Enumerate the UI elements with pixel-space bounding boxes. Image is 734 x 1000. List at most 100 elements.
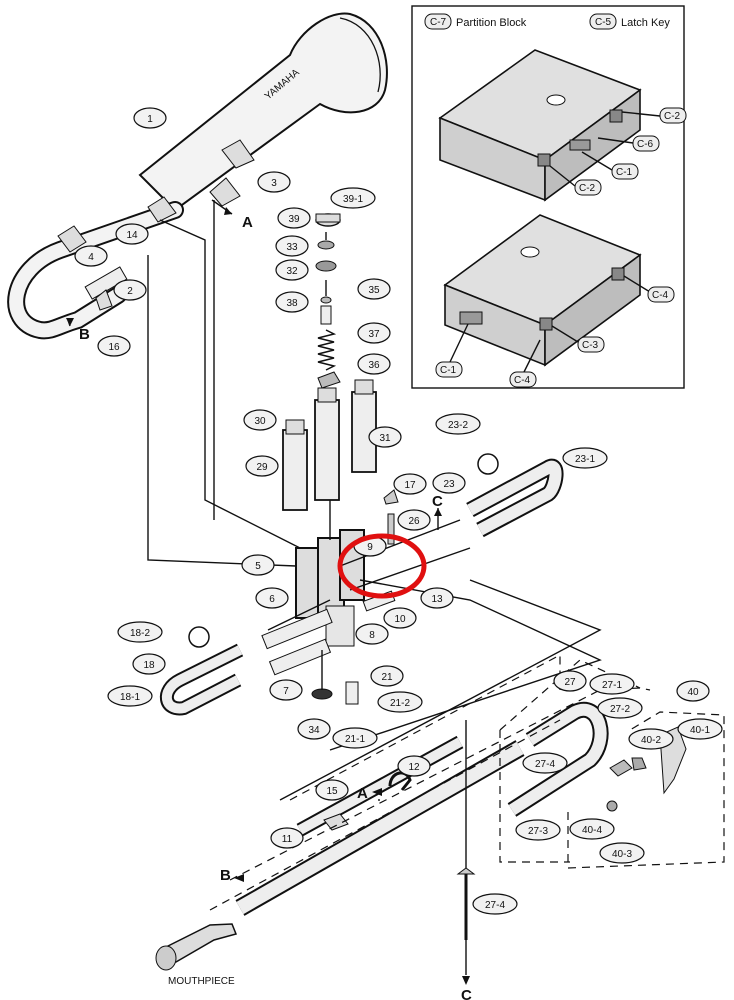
callout-c27-4: 27-4 xyxy=(522,752,568,774)
callout-bubble xyxy=(355,623,389,645)
callout-c21: 21 xyxy=(370,665,404,687)
callout-c18-1: 18-1 xyxy=(107,685,153,707)
callout-number: 23-1 xyxy=(575,454,595,465)
callout-c2: 2 xyxy=(113,279,147,301)
callout-number: 34 xyxy=(308,725,320,736)
callout-c27-1: 27-1 xyxy=(589,673,635,695)
callout-number: 26 xyxy=(408,516,420,527)
callout-number: 27-2 xyxy=(610,704,630,715)
callout-bubble xyxy=(270,827,304,849)
callout-bubble xyxy=(297,718,331,740)
callout-c27: 27 xyxy=(553,670,587,692)
inset-frame xyxy=(411,5,685,389)
callout-bubble xyxy=(370,665,404,687)
callout-number: 23-2 xyxy=(448,420,468,431)
callout-c10: 10 xyxy=(383,607,417,629)
callout-number: 37 xyxy=(368,329,380,340)
callout-c40-4: 40-4 xyxy=(569,818,615,840)
callout-bubble xyxy=(569,818,615,840)
callout-number: 38 xyxy=(286,298,298,309)
callout-bubble xyxy=(269,679,303,701)
callout-c7: 7 xyxy=(269,679,303,701)
callout-c27-2: 27-2 xyxy=(597,697,643,719)
callout-number: 21 xyxy=(381,672,393,683)
callout-c3: C-3 xyxy=(582,340,599,351)
callout-c18-2: 18-2 xyxy=(117,621,163,643)
callout-c26: 26 xyxy=(397,509,431,531)
callout-bubble xyxy=(383,607,417,629)
callout-c7-bubble xyxy=(424,13,452,30)
callout-bubble xyxy=(599,842,645,864)
bell-section: YAMAHA xyxy=(7,12,388,340)
callout-number: 21-2 xyxy=(390,698,410,709)
callout-number: 6 xyxy=(269,594,275,605)
callout-c40-3: 40-3 xyxy=(599,842,645,864)
callout-bubble xyxy=(115,223,149,245)
outer-slide-section xyxy=(155,701,687,971)
callout-number: 21-1 xyxy=(345,734,365,745)
callout-bubble xyxy=(435,413,481,435)
callout-c27-4b: 27-4 xyxy=(472,893,518,915)
letter-markers: A B C A B C xyxy=(66,199,472,1000)
callout-bubble xyxy=(275,291,309,313)
valve-casing xyxy=(295,529,365,700)
callout-bubble xyxy=(245,455,279,477)
marker-a-top: A xyxy=(242,214,253,231)
callout-bubble xyxy=(255,587,289,609)
callout-bubble xyxy=(97,335,131,357)
callout-c40: 40 xyxy=(676,680,710,702)
callout-c32: 32 xyxy=(275,259,309,281)
callout-c1: 1 xyxy=(133,107,167,129)
callout-bubble xyxy=(332,727,378,749)
callout-c31: 31 xyxy=(368,426,402,448)
callout-bubble xyxy=(553,670,587,692)
callout-c8: 8 xyxy=(355,623,389,645)
callout-bubble xyxy=(357,278,391,300)
callout-c40-2: 40-2 xyxy=(628,728,674,750)
callout-number: 5 xyxy=(255,561,261,572)
callout-number: 8 xyxy=(369,630,375,641)
callout-bubble xyxy=(357,322,391,344)
callout-number: 35 xyxy=(368,285,380,296)
callout-c7: C-7 xyxy=(430,17,447,28)
callout-bubble xyxy=(257,171,291,193)
callout-bubble xyxy=(368,426,402,448)
callout-number: 3 xyxy=(271,178,277,189)
callout-number: 14 xyxy=(126,230,138,241)
callout-number: 13 xyxy=(431,594,443,605)
callout-c5: C-5 xyxy=(595,17,612,28)
callout-number: 36 xyxy=(368,360,380,371)
case-open xyxy=(443,214,642,367)
callout-c29: 29 xyxy=(245,455,279,477)
callout-number: 40-1 xyxy=(690,725,710,736)
callout-bubble xyxy=(132,653,166,675)
callout-number: 18 xyxy=(143,660,155,671)
callout-number: 17 xyxy=(404,480,416,491)
callout-number: 31 xyxy=(379,433,391,444)
callout-bubble xyxy=(676,680,710,702)
callout-c2-bottom: C-2 xyxy=(579,183,596,194)
callout-number: 7 xyxy=(283,686,289,697)
callout-c18: 18 xyxy=(132,653,166,675)
callout-number: 10 xyxy=(394,614,406,625)
case-inset: C-7 Partition Block C-5 Latch Key C-2 C-… xyxy=(411,5,687,389)
callout-c6: C-6 xyxy=(637,139,654,150)
callout-bubble xyxy=(397,509,431,531)
callout-c23-2: 23-2 xyxy=(435,413,481,435)
callout-c4-right: C-4 xyxy=(652,290,669,301)
callout-bubble xyxy=(628,728,674,750)
callout-bubble xyxy=(589,673,635,695)
callout-c12: 12 xyxy=(397,755,431,777)
callout-number: 40 xyxy=(687,687,699,698)
callout-c2-top: C-2 xyxy=(664,111,681,122)
callout-bubble xyxy=(315,779,349,801)
valve-slides xyxy=(159,453,564,716)
callout-c23: 23 xyxy=(432,472,466,494)
callout-number: 11 xyxy=(282,834,293,845)
callout-c5-bubble xyxy=(589,13,617,30)
callout-c1-top: C-1 xyxy=(616,167,633,178)
marker-c-top: C xyxy=(432,493,443,510)
marker-b-top: B xyxy=(79,326,90,343)
callout-number: 27-4 xyxy=(485,900,505,911)
callout-bubble xyxy=(277,207,311,229)
